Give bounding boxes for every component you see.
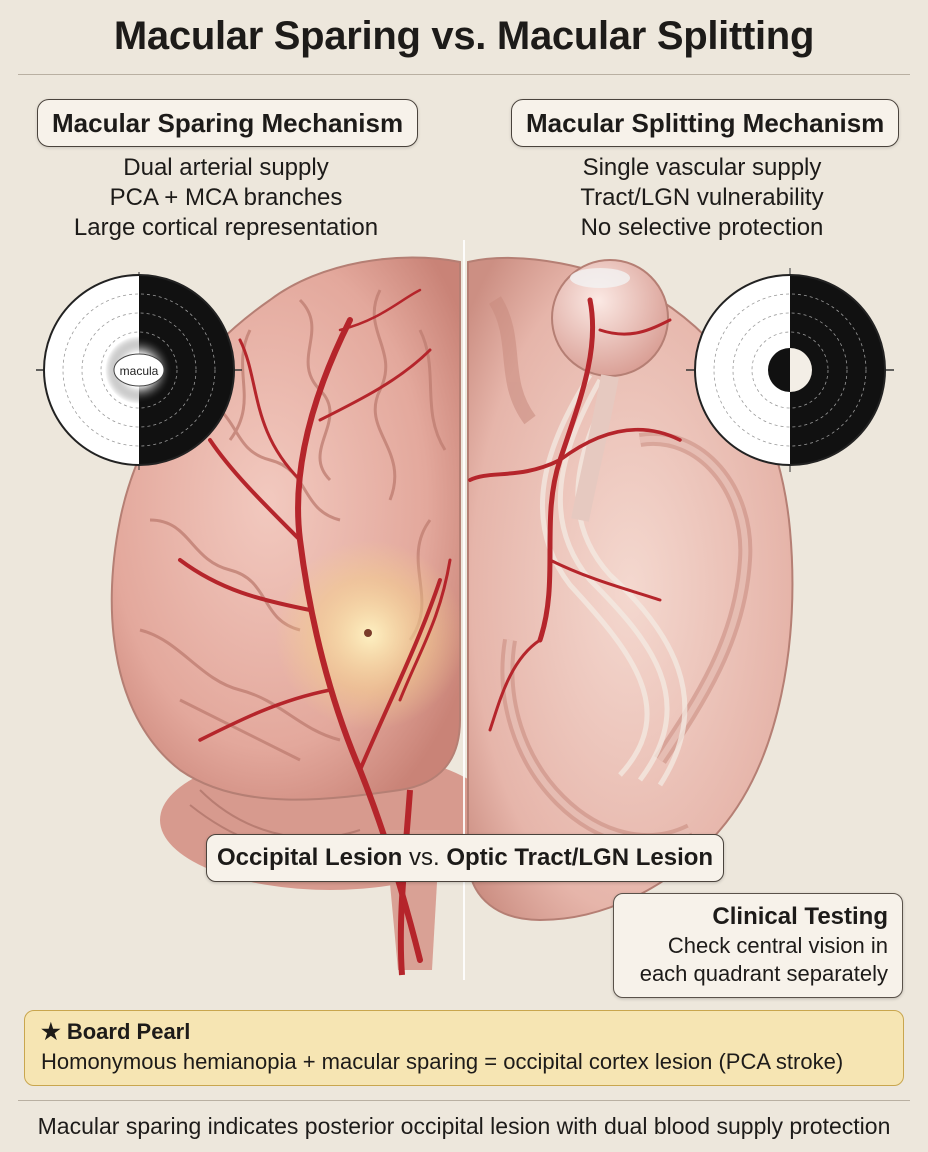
board-pearl-box: ★ Board Pearl Homonymous hemianopia + ma… (24, 1010, 904, 1086)
tract-lesion-label: Optic Tract/LGN Lesion (446, 844, 714, 871)
clinical-testing-line: each quadrant separately (639, 961, 888, 986)
splitting-line: Tract/LGN vulnerability (580, 184, 824, 211)
sparing-mechanism-heading: Macular Sparing Mechanism (37, 99, 419, 147)
occipital-lesion-label: Occipital Lesion (216, 844, 403, 871)
clinical-testing-box: Clinical Testing Check central vision in… (613, 893, 903, 998)
right-visual-field (686, 268, 894, 472)
title-divider (18, 74, 910, 75)
left-visual-field (36, 272, 242, 470)
macula-label: macula (120, 364, 159, 378)
lesion-comparison-label: Occipital Lesion vs. Optic Tract/LGN Les… (206, 834, 724, 882)
footer-caption: Macular sparing indicates posterior occi… (37, 1113, 891, 1139)
board-pearl-heading: ★ Board Pearl (41, 1017, 887, 1047)
sparing-line: Large cortical representation (73, 214, 379, 241)
clinical-testing-line: Check central vision in (667, 933, 888, 958)
sparing-mechanism-list: Dual arterial supply PCA + MCA branches … (0, 153, 452, 243)
footer-divider (18, 1100, 910, 1101)
splitting-line: Single vascular supply (582, 154, 822, 181)
splitting-mechanism-heading: Macular Splitting Mechanism (511, 99, 900, 147)
sparing-line: Dual arterial supply (123, 154, 329, 181)
board-pearl-title: Board Pearl (66, 1019, 191, 1044)
splitting-line: No selective protection (580, 214, 824, 241)
clinical-testing-heading: Clinical Testing (712, 903, 888, 930)
board-pearl-text: Homonymous hemianopia + macular sparing … (41, 1049, 844, 1074)
sparing-line: PCA + MCA branches (109, 184, 343, 211)
splitting-mechanism-list: Single vascular supply Tract/LGN vulnera… (476, 153, 928, 243)
vs-label: vs. (402, 844, 447, 871)
page-title: Macular Sparing vs. Macular Splitting (113, 14, 815, 58)
star-icon: ★ (41, 1019, 61, 1044)
